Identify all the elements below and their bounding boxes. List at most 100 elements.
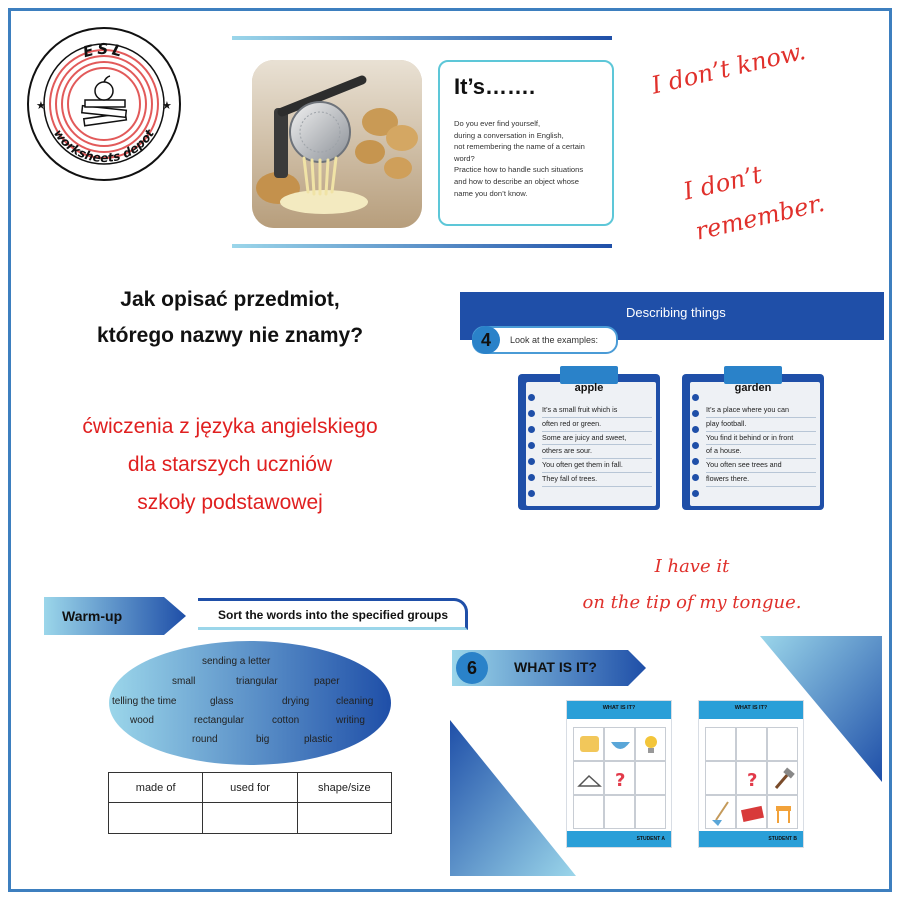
bullet-dot xyxy=(692,458,699,465)
card-lines: It’s a place where you can play football… xyxy=(706,404,816,487)
intro-line: name you don’t know. xyxy=(454,188,528,198)
card-line: It’s a small fruit which is xyxy=(542,404,652,418)
word-item: sending a letter xyxy=(202,656,271,667)
bullet-dot xyxy=(692,474,699,481)
card-line: often red or green. xyxy=(542,418,652,432)
word-item: big xyxy=(256,734,270,745)
grid-cell xyxy=(705,795,736,829)
card-title: garden xyxy=(734,382,772,394)
polish-question-line: Jak opisać przedmiot, xyxy=(120,288,340,311)
decor-triangle-top xyxy=(760,636,882,782)
phrase-tip-2: on the tip of my tongue. xyxy=(582,592,802,613)
card-line: It’s a place where you can xyxy=(706,404,816,418)
worksheet-footer: STUDENT A xyxy=(567,831,671,847)
intro-line: not remembering the name of a certain xyxy=(454,142,585,152)
polish-subtitle-line: szkoły podstawowej xyxy=(137,491,323,514)
grid-cell xyxy=(767,795,798,829)
card-line: of a house. xyxy=(706,445,816,460)
table-header-used-for: used for xyxy=(202,772,298,803)
what-is-it-number: 6 xyxy=(456,652,488,684)
bullet-dot xyxy=(528,410,535,417)
warmup-label: Warm-up xyxy=(62,608,122,624)
worksheet-grid: ? xyxy=(573,727,667,829)
word-item: paper xyxy=(314,676,340,687)
word-item: cleaning xyxy=(336,696,374,707)
bullet-dot xyxy=(692,442,699,449)
apple-on-books-icon xyxy=(80,75,128,127)
bullet-dot xyxy=(528,394,535,401)
svg-text:?: ? xyxy=(615,770,625,791)
card-title: apple xyxy=(574,382,604,394)
worksheet-footer-text: STUDENT A xyxy=(636,836,665,842)
bullet-dot xyxy=(692,394,699,401)
grid-cell xyxy=(573,795,604,829)
grid-cell xyxy=(635,727,666,761)
step-instruction: 4 Look at the examples: xyxy=(472,326,618,354)
card-paper xyxy=(526,382,656,506)
grid-cell xyxy=(635,761,666,795)
what-is-it-title: WHAT IS IT? xyxy=(514,659,597,675)
intro-paragraph: Do you ever find yourself, during a conv… xyxy=(454,118,602,199)
intro-line: Do you ever find yourself, xyxy=(454,119,541,128)
slide-bottom-rule xyxy=(232,244,612,248)
intro-text-card: It’s……. Do you ever find yourself, durin… xyxy=(438,60,614,226)
word-item: cotton xyxy=(272,715,300,726)
word-item: round xyxy=(192,734,218,745)
potato-ricer-photo xyxy=(252,60,422,228)
intro-line: word? xyxy=(454,153,475,163)
polish-question: Jak opisać przedmiot, którego nazwy nie … xyxy=(60,282,400,354)
worksheet-student-a: WHAT IS IT? ? STUDENT A xyxy=(566,700,672,848)
word-item: wood xyxy=(130,715,154,726)
worksheet-footer-text: STUDENT B xyxy=(768,836,797,842)
card-line: You find it behind or in front xyxy=(706,432,816,446)
intro-line: during a conversation in English, xyxy=(454,130,564,140)
table-cell xyxy=(296,802,393,834)
example-card-garden: garden It’s a place where you can play f… xyxy=(682,366,824,510)
worksheet-header: WHAT IS IT? xyxy=(567,701,671,719)
table-cell xyxy=(107,802,204,834)
word-item: telling the time xyxy=(112,696,177,707)
grid-cell xyxy=(767,727,798,761)
word-item: plastic xyxy=(304,734,333,745)
table-header-shape-size: shape/size xyxy=(296,772,393,803)
card-clip xyxy=(560,366,618,384)
word-item: small xyxy=(172,676,196,687)
word-item: drying xyxy=(282,696,310,707)
svg-text:★: ★ xyxy=(162,99,172,112)
polish-subtitle-line: dla starszych uczniów xyxy=(127,453,333,476)
table-header-made-of: made of xyxy=(107,772,204,803)
bullet-dot xyxy=(692,410,699,417)
svg-text:★: ★ xyxy=(36,99,46,112)
bullet-dot xyxy=(528,426,535,433)
grid-cell xyxy=(736,727,767,761)
grid-cell xyxy=(635,795,666,829)
word-item: writing xyxy=(336,715,365,726)
phrase-tip-1: I have it xyxy=(654,556,730,577)
warmup-arrow-label: Warm-up xyxy=(44,597,186,635)
warmup-task: Sort the words into the specified groups xyxy=(218,608,449,622)
describing-title: Describing things xyxy=(626,305,726,320)
grid-cell xyxy=(705,727,736,761)
worksheet-footer: STUDENT B xyxy=(699,831,803,847)
grid-cell xyxy=(705,761,736,795)
polish-question-line: którego nazwy nie znamy? xyxy=(96,324,364,347)
card-line: You often see trees and xyxy=(706,459,816,473)
worksheet-student-b: WHAT IS IT? ? STUDENT B xyxy=(698,700,804,848)
step-instruction-text: Look at the examples: xyxy=(510,335,599,345)
word-item: triangular xyxy=(236,676,278,687)
grid-cell xyxy=(767,761,798,795)
bullet-dot xyxy=(692,426,699,433)
worksheet-header-text: WHAT IS IT? xyxy=(602,705,636,711)
card-line: They fall of trees. xyxy=(542,473,652,487)
bullet-dot xyxy=(528,458,535,465)
intro-line: Practice how to handle such situations xyxy=(454,165,584,175)
step-number-badge: 4 xyxy=(472,326,500,354)
grid-cell: ? xyxy=(736,761,767,795)
grid-cell xyxy=(573,727,604,761)
polish-subtitle: ćwiczenia z języka angielskiego dla star… xyxy=(40,408,420,522)
word-item: rectangular xyxy=(194,715,245,726)
card-paper xyxy=(690,382,820,506)
sort-table: made of used for shape/size xyxy=(107,772,393,834)
svg-text:?: ? xyxy=(747,770,757,791)
esl-worksheets-depot-logo: ★ ★ ESL worksheets depot xyxy=(27,27,181,181)
